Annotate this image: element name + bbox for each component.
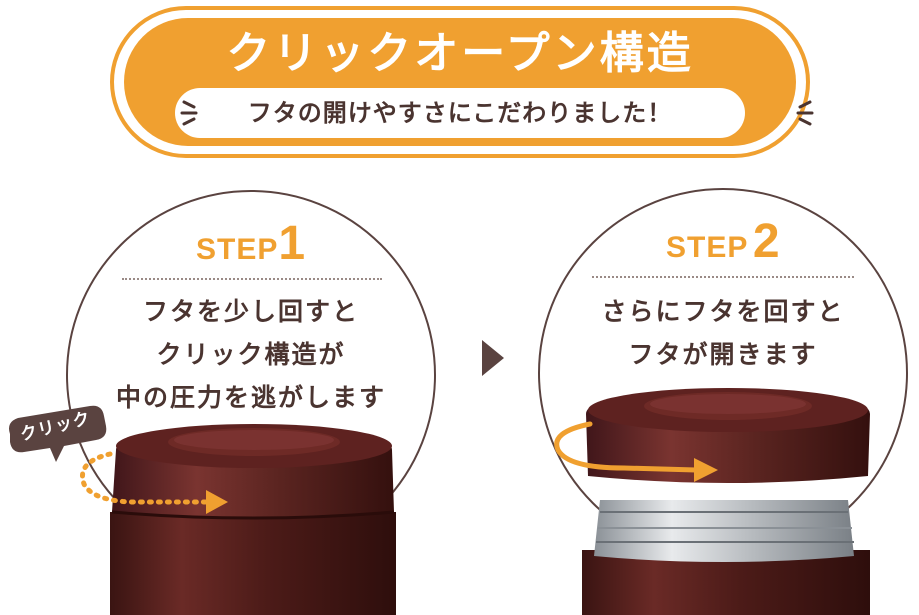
step2-divider [592, 276, 854, 278]
click-badge-bubble [9, 405, 107, 462]
banner-title: クリックオープン構造 [226, 28, 694, 79]
step2-line: さらにフタを回すと [601, 297, 845, 326]
step2-description: さらにフタを回すと フタが開きます [570, 290, 876, 376]
step1-line: クリック構造が [156, 340, 346, 369]
step1-line: 中の圧力を逃がします [115, 383, 386, 412]
banner-subtitle: フタの開けやすさにこだわりました！ [247, 99, 673, 127]
banner-outline [110, 6, 810, 158]
step1-line: フタを少し回すと [142, 297, 359, 326]
next-arrow-icon [482, 340, 504, 376]
step2-number: 2 [752, 215, 780, 268]
sparkle-left-icon [180, 100, 198, 126]
jar-open-image [582, 388, 870, 615]
sparkle-right-icon [796, 100, 814, 126]
step2-circle [538, 188, 908, 558]
banner-subtitle-pill [175, 88, 745, 138]
open-rotation-arrow-icon [554, 421, 718, 482]
jar-closed-image [110, 424, 396, 615]
step1-label: STEP1 [196, 216, 305, 271]
step1-divider [122, 278, 382, 280]
step2-line: フタが開きます [628, 340, 818, 369]
rotation-arrow-icon [80, 451, 228, 514]
step2-label: STEP 2 [666, 214, 780, 269]
step1-description: フタを少し回すと クリック構造が 中の圧力を逃がします [96, 290, 406, 419]
step1-word: STEP [196, 233, 279, 266]
step1-number: 1 [278, 217, 306, 270]
step2-word: STEP [666, 231, 749, 264]
